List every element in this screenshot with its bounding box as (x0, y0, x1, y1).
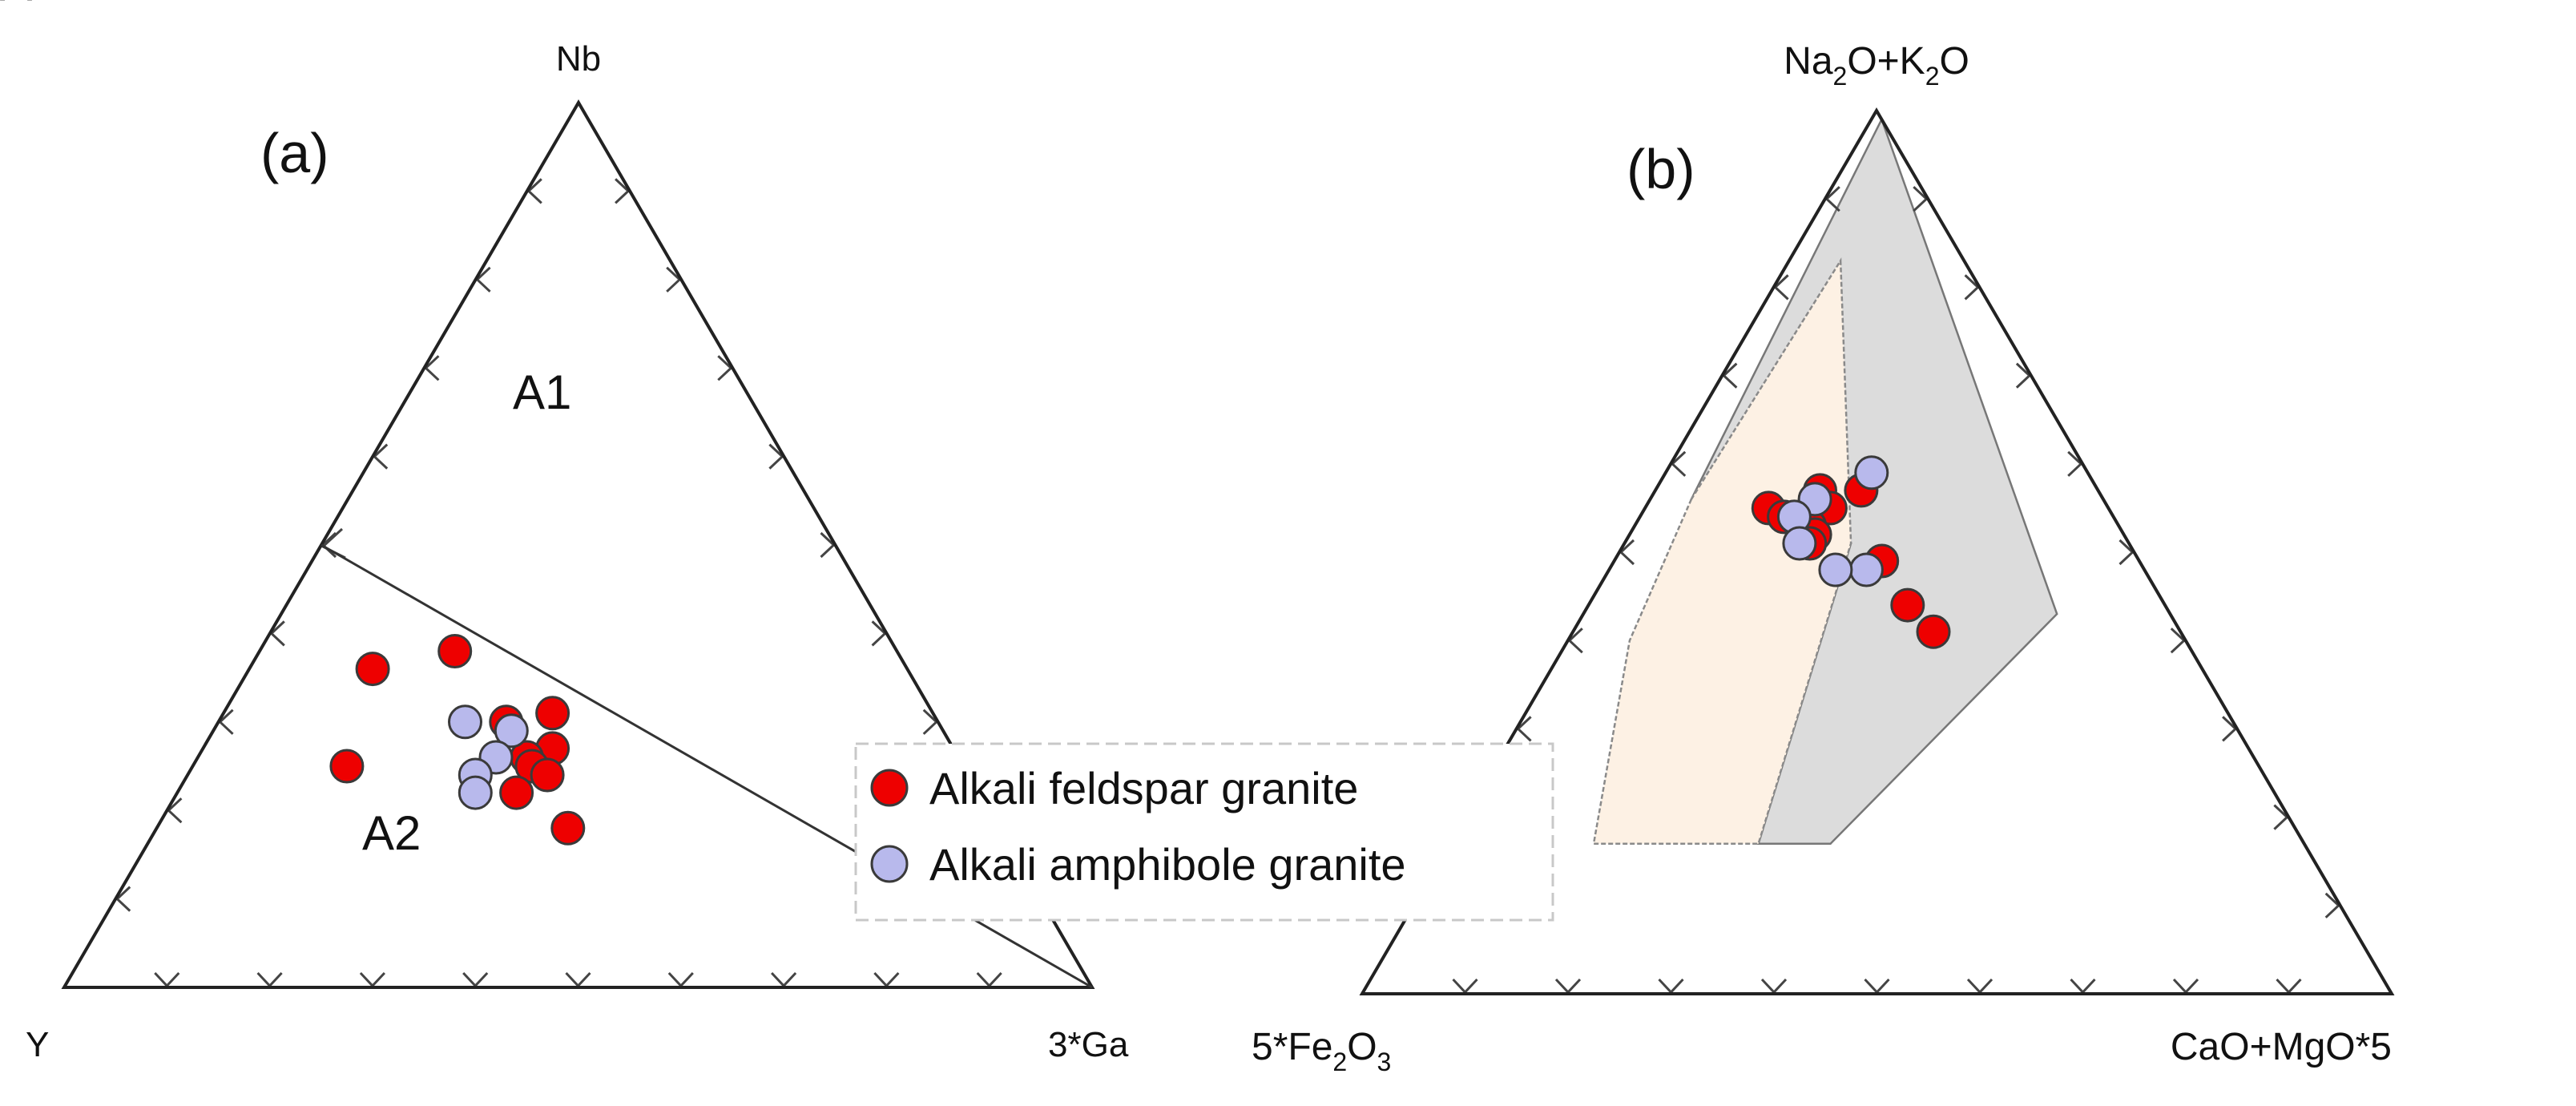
tick-bottom (2070, 978, 2096, 995)
panel-a-field-a2-label: A2 (362, 806, 421, 860)
panel-b-apex-left-label: 5*Fe2O3 (1252, 1026, 1391, 1076)
point-a-feldspar (535, 696, 570, 731)
legend-label-feldspar: Alkali feldspar granite (929, 763, 1358, 813)
tick-bottom (1760, 978, 1788, 995)
point-a-amphibole (448, 704, 482, 740)
point-a-feldspar (530, 757, 565, 793)
tick-bottom (462, 971, 489, 988)
legend: Alkali feldspar granite Alkali amphibole… (854, 742, 1554, 922)
point-a-feldspar (499, 775, 534, 810)
panel-b-field-a1-region (1592, 257, 1852, 845)
panel-a-apex-left-label: Y (26, 1025, 49, 1064)
tick-bottom (2172, 978, 2199, 995)
tick-bottom (1966, 978, 1993, 995)
panel-a-ternary: (a) A1 A2 Nb Y 3*Ga (26, 39, 1129, 1064)
point-b-amphibole (1848, 552, 1884, 587)
panel-b-ternary: (b) A1 A2 Na2O+K2O 5*Fe2O3 CaO+MgO*5 (0, 0, 2395, 1076)
panel-a-points (329, 634, 586, 846)
legend-marker-feldspar (870, 769, 909, 807)
panel-a-label: (a) (260, 122, 329, 184)
tick-bottom (1658, 978, 1684, 995)
point-a-feldspar (329, 749, 365, 784)
panel-b-frame (1359, 107, 2395, 995)
tick-bottom (1452, 978, 1478, 995)
panel-b-apex-top-label: Na2O+K2O (1784, 40, 1969, 91)
tick-bottom (667, 971, 694, 988)
point-a-amphibole (494, 713, 529, 749)
panel-a-apex-right-label: 3*Ga (1048, 1025, 1129, 1064)
legend-box (854, 742, 1554, 922)
panel-b-field-a1-label: A1 (0, 0, 58, 10)
tick-bottom (873, 971, 900, 988)
tick-bottom (1864, 978, 1890, 995)
tick-bottom (565, 971, 591, 988)
point-a-feldspar (355, 652, 390, 687)
tick-bottom (359, 971, 385, 988)
point-b-amphibole (1818, 552, 1853, 587)
point-a-feldspar (550, 810, 586, 846)
tick-bottom (976, 971, 1002, 988)
tick-bottom (154, 971, 180, 988)
tick-bottom (256, 971, 283, 988)
tick-bottom (771, 971, 797, 988)
tick-bottom (2276, 978, 2302, 995)
point-b-amphibole (1854, 455, 1889, 490)
legend-marker-amphibole (870, 845, 909, 883)
point-b-amphibole (1782, 526, 1817, 561)
panel-a-apex-top-label: Nb (556, 39, 601, 79)
point-a-feldspar (437, 634, 473, 668)
tick-bottom (1554, 978, 1582, 995)
panel-b-field-a2-label: A2 (0, 0, 58, 10)
panel-a-field-a1-label: A1 (513, 365, 571, 419)
point-a-amphibole (458, 775, 493, 810)
panel-b-apex-right-label: CaO+MgO*5 (2171, 1026, 2392, 1068)
point-b-feldspar (1916, 614, 1951, 649)
panel-b-points (1751, 455, 1951, 649)
panel-b-label: (b) (1627, 138, 1695, 200)
legend-label-amphibole: Alkali amphibole granite (929, 839, 1406, 890)
point-b-feldspar (1890, 587, 1925, 623)
